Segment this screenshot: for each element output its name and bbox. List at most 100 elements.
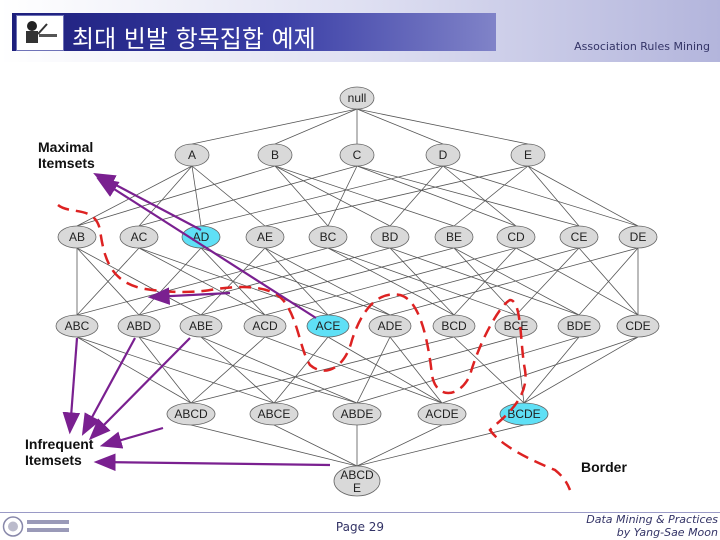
lattice-edge [264, 165, 529, 227]
lattice-edge [200, 165, 444, 227]
infrequent-itemsets-label: Infrequent Itemsets [25, 436, 94, 468]
itemset-node-bcde: BCDE [499, 402, 549, 426]
lattice-edge [442, 165, 639, 227]
lattice-edge [76, 165, 276, 227]
itemset-node-abd: ABD [117, 314, 161, 338]
lattice-edge [200, 247, 266, 316]
lattice-edge [274, 165, 329, 227]
itemset-node-label: BCE [504, 319, 529, 333]
itemset-node-d: D [425, 143, 461, 167]
lattice-edge [356, 336, 580, 404]
itemset-node-cd: CD [496, 225, 536, 249]
itemset-node-c: C [339, 143, 375, 167]
lattice-edge [274, 108, 358, 145]
lattice-edge [138, 165, 193, 227]
itemset-node-label: ADE [378, 319, 403, 333]
lattice-edge [200, 247, 455, 316]
itemset-node-bde: BDE [557, 314, 601, 338]
itemset-node-label: AE [257, 230, 273, 244]
presenter-icon [16, 15, 64, 51]
itemset-node-ac: AC [119, 225, 159, 249]
lattice-edge [200, 336, 275, 404]
itemset-node-label: CE [571, 230, 588, 244]
lattice-edge [453, 336, 525, 404]
lattice-edge [356, 108, 444, 145]
lattice-edge [389, 165, 444, 227]
lattice-edge [138, 247, 202, 316]
itemset-node-bce: BCE [494, 314, 538, 338]
lattice-edge [523, 336, 580, 404]
itemset-node-bcd: BCD [432, 314, 476, 338]
itemset-node-de: DE [618, 225, 658, 249]
lattice-edge [76, 336, 192, 404]
author-credit: Data Mining & Practices by Yang-Sae Moon [586, 513, 718, 539]
lattice-edge [356, 165, 517, 227]
itemset-node-e: E [510, 143, 546, 167]
lattice-edge [138, 336, 358, 404]
itemset-node-abce: ABCE [249, 402, 299, 426]
lattice-edge [527, 165, 639, 227]
itemset-node-label: BCD [441, 319, 467, 333]
title-bar: 최대 빈발 항목집합 예제 [12, 13, 496, 53]
lattice-edge [200, 247, 391, 316]
lattice-edge [327, 165, 358, 227]
itemset-node-label: ABC [65, 319, 90, 333]
lattice-edge [191, 165, 202, 227]
itemset-node-ad: AD [181, 225, 221, 249]
lattice-edge [273, 336, 329, 404]
lattice-edge [356, 424, 443, 467]
lattice-edge [138, 336, 192, 404]
lattice-edge [273, 424, 358, 467]
itemset-node-ace: ACE [306, 314, 350, 338]
itemset-node-b: B [257, 143, 293, 167]
lattice-edge [389, 247, 455, 316]
lattice-edge [356, 336, 391, 404]
maximal-arrow-abe-link [147, 287, 231, 305]
lattice-edge [453, 165, 529, 227]
itemset-node-label: BE [446, 230, 462, 244]
lattice-edge [578, 247, 639, 316]
lattice-edge [327, 336, 443, 404]
lattice-edge [453, 247, 517, 316]
lattice-edge [264, 336, 443, 404]
itemset-node-label: ACE [316, 319, 341, 333]
itemset-node-label: null [348, 91, 367, 105]
itemset-node-acd: ACD [243, 314, 287, 338]
lattice-edge [264, 247, 517, 316]
itemset-node-label: ABCE [258, 407, 291, 421]
lattice-edge [273, 336, 517, 404]
university-logo [2, 516, 69, 537]
lattice-edge [523, 336, 639, 404]
itemset-node-label: CDE [625, 319, 650, 333]
itemset-node-label: D [439, 148, 448, 162]
itemset-node-label: BD [382, 230, 399, 244]
lattice-edge [191, 108, 358, 145]
lattice-edge [327, 247, 580, 316]
itemset-node-label: AC [131, 230, 148, 244]
itemset-node-label: BC [320, 230, 337, 244]
itemset-node-label: BDE [567, 319, 592, 333]
itemset-node-abe: ABE [179, 314, 223, 338]
lattice-edge [190, 424, 358, 467]
infrequent-arrow-abd [81, 337, 136, 436]
border-curve [57, 203, 572, 491]
itemset-node-null: null [339, 86, 375, 110]
maximal-itemsets-label: Maximal Itemsets [38, 139, 95, 171]
lattice-edge [527, 165, 580, 227]
lattice-edge [515, 247, 580, 316]
itemset-node-label: DE [630, 230, 647, 244]
lattice-edge [138, 165, 358, 227]
itemset-node-label: AB [69, 230, 85, 244]
lattice-edge [76, 247, 140, 316]
itemset-node-abcd: ABCD [166, 402, 216, 426]
lattice-edge [76, 247, 329, 316]
course-subtitle: Association Rules Mining [574, 40, 710, 53]
itemset-node-label: A [188, 148, 196, 162]
lattice-edge [138, 247, 391, 316]
lattice-edge [190, 336, 455, 404]
lattice-edge [389, 247, 639, 316]
itemset-node-be: BE [434, 225, 474, 249]
